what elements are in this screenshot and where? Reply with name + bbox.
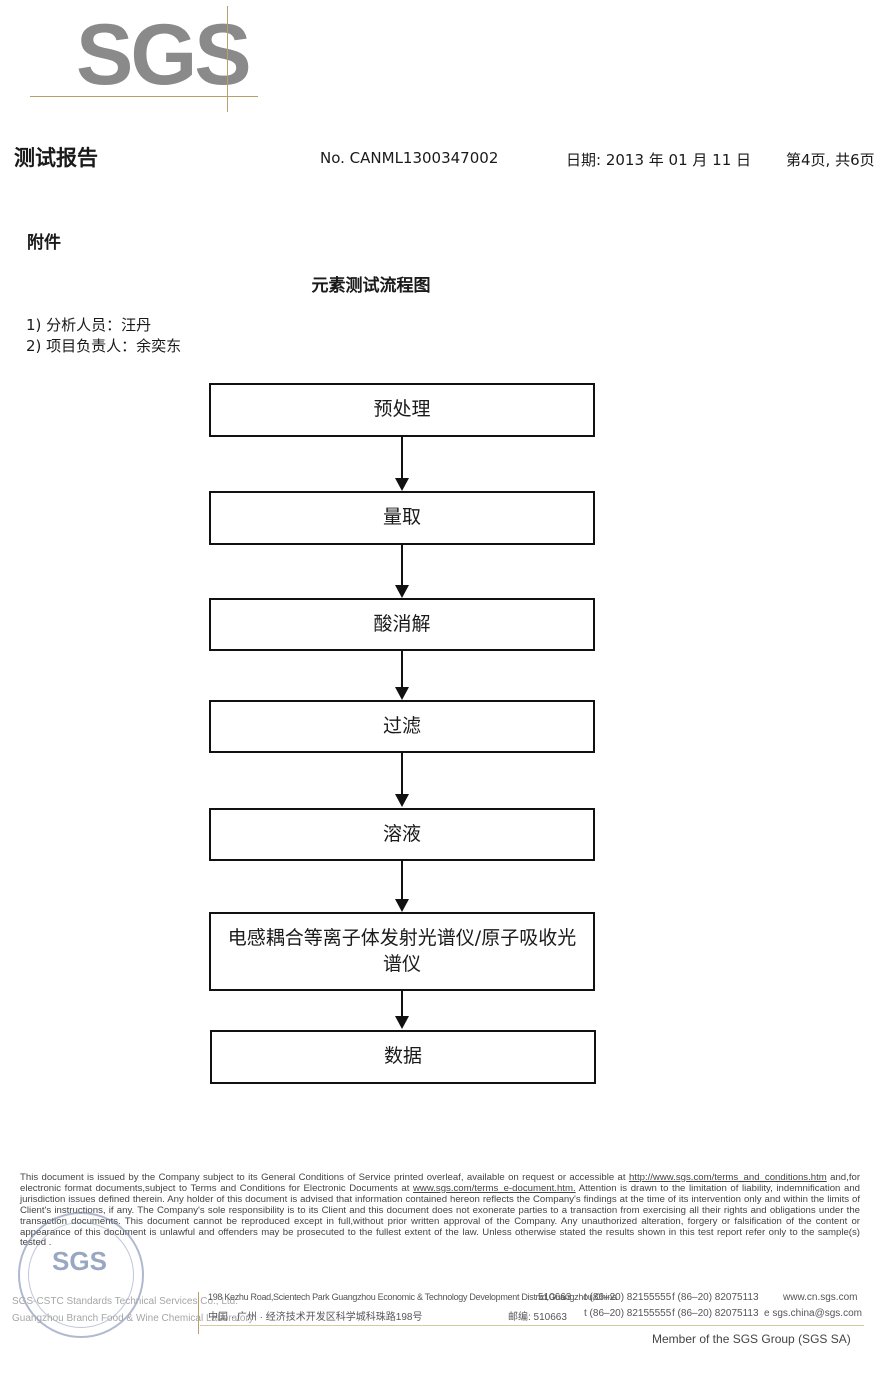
step-icp-aas-instrument: 电感耦合等离子体发射光谱仪/原子吸收光谱仪 [209,912,595,991]
footer-divider-vertical [198,1292,199,1334]
step-label: 预处理 [373,398,431,421]
phone-cn: t (86–20) 82155555 [584,1308,672,1319]
appendix-label: 附件 [27,233,61,253]
report-date: 日期: 2013 年 01 月 11 日 [566,151,752,169]
logo-rule-vertical [227,6,228,112]
page-indicator: 第4页, 共6页 [786,151,875,169]
step-data: 数据 [210,1030,596,1084]
terms-link[interactable]: http://www.sgs.com/terms_and_conditions.… [628,1172,827,1183]
flowchart-title: 元素测试流程图 [311,276,431,296]
step-label: 电感耦合等离子体发射光谱仪/原子吸收光谱仪 [227,926,577,975]
connector [401,437,403,479]
email[interactable]: e sgs.china@sgs.com [764,1308,862,1319]
analyst-line: 1) 分析人员：汪丹 [26,316,152,334]
step-label: 溶液 [382,822,421,845]
fax-cn: f (86–20) 82075113 [672,1308,759,1319]
company-stamp [18,1212,144,1338]
legal-disclaimer: This document is issued by the Company s… [20,1172,861,1249]
postcode-en: 510663 [538,1292,572,1303]
connector [401,753,403,795]
connector [401,545,403,586]
company-stamp-inner-ring [28,1222,134,1328]
step-acid-digestion: 酸消解 [209,598,595,651]
logo-rule-horizontal [30,96,258,97]
address-en: 198 Kezhu Road,Scientech Park Guangzhou … [208,1292,617,1302]
arrow-down-icon [395,899,409,912]
address-cn: 中国 · 广州 · 经济技术开发区科学城科珠路198号 [208,1312,423,1323]
step-solution: 溶液 [209,808,595,861]
sgs-logo: SGS [76,7,252,103]
stamp-logo: SGS [52,1246,107,1276]
project-lead-line: 2) 项目负责人：余奕东 [26,337,182,355]
step-label: 数据 [383,1045,422,1068]
step-label: 量取 [382,506,421,529]
e-document-terms-link[interactable]: www.sgs.com/terms_e-document.htm. [413,1182,576,1194]
step-measure: 量取 [209,491,595,545]
arrow-down-icon [395,687,409,700]
connector [401,991,403,1017]
step-pretreatment: 预处理 [209,383,595,437]
report-title: 测试报告 [14,146,98,170]
company-name-en: SGS-CSTC Standards Technical Services Co… [12,1296,239,1307]
step-filtration: 过滤 [209,700,595,753]
disclaimer-text: This document is issued by the Company s… [20,1172,626,1183]
arrow-down-icon [395,585,409,598]
phone-en: t (86–20) 82155555 [584,1292,672,1303]
step-label: 酸消解 [373,612,431,635]
website[interactable]: www.cn.sgs.com [783,1292,858,1303]
postcode-cn: 邮编: 510663 [508,1312,567,1323]
fax-en: f (86–20) 82075113 [672,1292,759,1303]
arrow-down-icon [395,1016,409,1029]
company-branch-en: Guangzhou Branch Food & Wine Chemical La… [12,1313,254,1324]
connector [401,861,403,900]
report-number: No. CANML1300347002 [320,149,499,167]
arrow-down-icon [395,478,409,491]
footer-divider-horizontal [200,1325,864,1326]
disclaimer-text: and,for electronic format documents,subj… [20,1172,861,1194]
arrow-down-icon [395,794,409,807]
connector [401,651,403,688]
step-label: 过滤 [382,714,421,737]
member-statement: Member of the SGS Group (SGS SA) [652,1332,851,1346]
